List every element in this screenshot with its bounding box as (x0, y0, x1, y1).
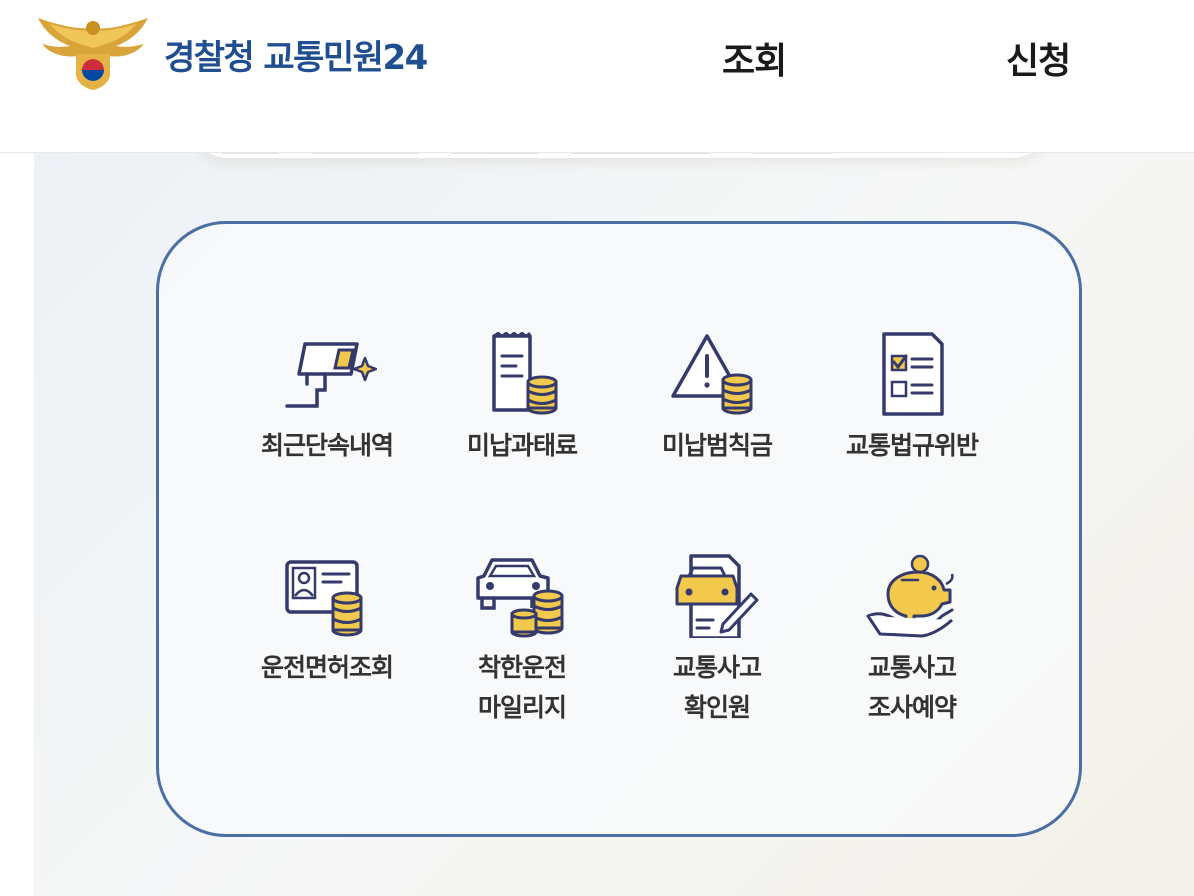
menu-label-line1: 교통사고 (867, 653, 957, 682)
menu-label-line2: 확인원 (683, 693, 751, 722)
menu-accident-certificate[interactable]: 교통사고 확인원 (622, 554, 812, 728)
receipt-coins-icon (492, 332, 558, 415)
brand-service: 교통민원24 (263, 37, 428, 78)
menu-label-line1: 착한운전 (477, 653, 567, 682)
license-card-coins-icon (285, 560, 363, 637)
piggy-bank-hand-icon (866, 554, 954, 638)
menu-license-lookup[interactable]: 운전면허조회 (232, 554, 422, 688)
menu-label: 교통사고 확인원 (622, 648, 812, 728)
menu-label: 교통사고 조사예약 (817, 648, 1007, 728)
checklist-document-icon (882, 332, 944, 416)
nav-apply[interactable]: 신청 (1006, 41, 1071, 82)
quick-menu-card: 최근단속내역 미납과태료 미납범 (156, 221, 1082, 837)
cctv-camera-icon (285, 342, 377, 408)
car-coins-icon (476, 558, 564, 638)
menu-label: 착한운전 마일리지 (427, 648, 617, 728)
menu-accident-investigation-reservation[interactable]: 교통사고 조사예약 (817, 554, 1007, 728)
menu-label-line1: 교통사고 (672, 653, 762, 682)
car-document-pen-icon (675, 554, 759, 638)
menu-label: 미납범칙금 (661, 431, 773, 460)
police-emblem-icon (38, 18, 148, 90)
menu-label-line2: 마일리지 (477, 693, 567, 722)
menu-unpaid-penalties[interactable]: 미납범칙금 (622, 332, 812, 466)
menu-label: 최근단속내역 (260, 431, 394, 460)
brand-agency: 경찰청 (164, 37, 255, 78)
menu-label-line2: 조사예약 (867, 693, 957, 722)
menu-label: 교통법규위반 (845, 431, 979, 460)
nav-lookup[interactable]: 조회 (722, 41, 787, 82)
menu-label: 미납과태료 (466, 431, 578, 460)
menu-safe-driving-mileage[interactable]: 착한운전 마일리지 (427, 554, 617, 728)
menu-recent-enforcement[interactable]: 최근단속내역 (232, 332, 422, 466)
menu-traffic-violations[interactable]: 교통법규위반 (817, 332, 1007, 466)
warning-coins-icon (671, 334, 753, 415)
menu-unpaid-fines[interactable]: 미납과태료 (427, 332, 617, 466)
menu-label: 운전면허조회 (260, 653, 394, 682)
